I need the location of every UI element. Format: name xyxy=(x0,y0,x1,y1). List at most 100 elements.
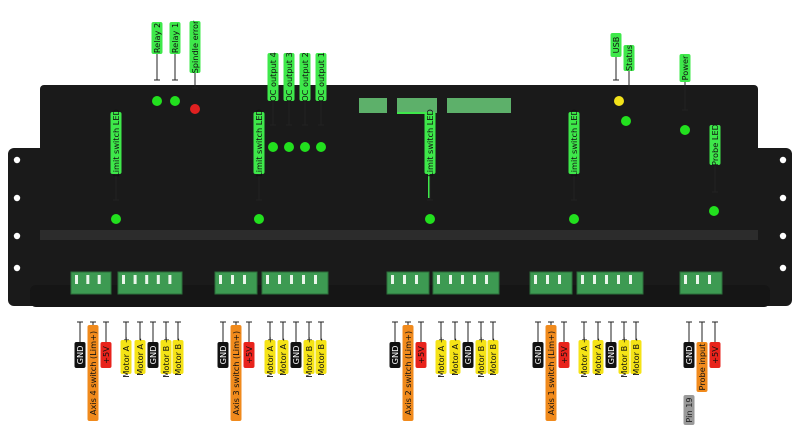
limit-switch-led-label-2: Limit switch LED xyxy=(253,109,265,177)
motor-b-plus-label-bg xyxy=(160,340,172,374)
motor-a-minus-label: Motor A - xyxy=(449,338,461,376)
gnd-label-bg xyxy=(462,342,474,368)
gnd-label: GND xyxy=(147,342,159,368)
axis-switch-label-3-bg xyxy=(402,325,414,421)
relay2-label: Relay 2 xyxy=(151,22,163,54)
terminal-pin xyxy=(278,275,281,284)
gnd-label: GND xyxy=(74,342,86,368)
oc-output-4-label-text: OC output 4 xyxy=(268,52,278,102)
gnd-label-bg xyxy=(605,342,617,368)
led-indicator xyxy=(190,104,200,114)
oc-output-2-label: OC output 2 xyxy=(299,52,311,102)
pin19-label-text: Pin 19 xyxy=(684,397,694,422)
motor-b-minus-label-text: Motor B - xyxy=(316,338,326,375)
gnd-label-text: GND xyxy=(291,346,301,365)
axis-switch-label-1: Axis 4 switch (Lim+) xyxy=(87,325,99,421)
motor-b-plus-label-bg xyxy=(475,340,487,374)
plus5v-label-text: +5V xyxy=(244,346,254,364)
terminal-block xyxy=(679,271,723,295)
limit-switch-led-label-3-text: Limit switch LED xyxy=(425,109,435,177)
oc-output-1-label-bg xyxy=(315,53,327,101)
oc-output-3-label-text: OC output 3 xyxy=(284,52,294,102)
axis-switch-label-2-text: Axis 3 switch (Lim+) xyxy=(231,331,241,415)
power-label: Power xyxy=(679,54,691,82)
plus5v-label-bg xyxy=(415,342,427,368)
mounting-hole xyxy=(779,264,787,272)
usb-label-bg xyxy=(610,33,622,57)
led-indicator xyxy=(680,125,690,135)
terminal-block xyxy=(529,271,573,295)
relay1-label-text: Relay 1 xyxy=(170,23,180,53)
plus5v-label-text: +5V xyxy=(416,346,426,364)
gnd-label-text: GND xyxy=(218,346,228,365)
terminal-pin xyxy=(133,275,137,284)
limit-switch-led-label-3: Limit switch LED xyxy=(424,109,436,177)
plus5v-label: +5V xyxy=(415,342,427,368)
plus5v-label: +5V xyxy=(243,342,255,368)
terminal-pin xyxy=(617,275,620,284)
gnd-label-bg xyxy=(532,342,544,368)
mounting-hole xyxy=(779,232,787,240)
motor-a-plus-label-bg xyxy=(578,340,590,374)
status-window xyxy=(447,98,511,113)
probe-led-label-text: Probe LED xyxy=(710,124,720,166)
motor-a-plus-label-text: Motor A + xyxy=(121,336,131,377)
terminal-block xyxy=(214,271,258,295)
terminal-pin xyxy=(403,275,406,284)
gnd-label-text: GND xyxy=(533,346,543,365)
spindle-error-label-bg xyxy=(189,21,201,73)
status-window xyxy=(359,98,387,113)
terminal-pin xyxy=(266,275,269,284)
motor-b-plus-label: Motor B + xyxy=(475,336,487,378)
terminal-block xyxy=(261,271,329,295)
motor-a-minus-label: Motor A - xyxy=(134,338,146,376)
motor-a-plus-label-bg xyxy=(264,340,276,374)
terminal-block xyxy=(117,271,183,295)
probe-plus5v-label-text: +5V xyxy=(710,346,720,364)
mounting-hole xyxy=(13,232,21,240)
plus5v-label-bg xyxy=(100,342,112,368)
limit-switch-led-label-4-text: Limit switch LED xyxy=(569,109,579,177)
led-indicator xyxy=(614,96,624,106)
motor-a-minus-label-bg xyxy=(449,340,461,374)
board-rail xyxy=(40,230,758,240)
terminal-block xyxy=(576,271,644,295)
motor-a-plus-label: Motor A + xyxy=(578,336,590,378)
controller-board xyxy=(8,85,792,307)
gnd-label: GND xyxy=(605,342,617,368)
terminal-pin xyxy=(75,275,78,284)
terminal-pin xyxy=(629,275,632,284)
mounting-hole xyxy=(13,264,21,272)
motor-a-minus-label: Motor A - xyxy=(277,338,289,376)
status-label-bg xyxy=(623,45,635,71)
motor-a-minus-label-bg xyxy=(134,340,146,374)
motor-b-plus-label: Motor B + xyxy=(618,336,630,378)
terminal-pin xyxy=(461,275,464,284)
led-indicator xyxy=(268,142,278,152)
oc-output-3-label-bg xyxy=(283,53,295,101)
pin19-label-bg xyxy=(683,395,695,425)
probe-led-label-bg xyxy=(709,125,721,165)
gnd-label-text: GND xyxy=(606,346,616,365)
gnd-label-text: GND xyxy=(390,346,400,365)
terminal-pin xyxy=(534,275,537,284)
oc-output-1-label-text: OC output 1 xyxy=(316,52,326,102)
limit-switch-led-label-2-bg xyxy=(253,112,265,174)
power-label-text: Power xyxy=(680,55,690,80)
terminal-pin xyxy=(684,275,687,284)
plus5v-label-bg xyxy=(558,342,570,368)
oc-output-1-label: OC output 1 xyxy=(315,52,327,102)
motor-a-plus-label-text: Motor A + xyxy=(265,336,275,377)
limit-switch-led-label-1-text: Limit switch LED xyxy=(111,109,121,177)
motor-a-minus-label-bg xyxy=(592,340,604,374)
status-label: Status xyxy=(623,45,635,71)
led-indicator xyxy=(170,96,180,106)
motor-b-plus-label-text: Motor B + xyxy=(161,336,171,377)
gnd-label-bg xyxy=(147,342,159,368)
motor-a-minus-label-text: Motor A - xyxy=(450,338,460,375)
gnd-label-bg xyxy=(74,342,86,368)
led-indicator xyxy=(254,214,264,224)
probe-gnd-label-text: GND xyxy=(684,346,694,365)
gnd-label-bg xyxy=(290,342,302,368)
